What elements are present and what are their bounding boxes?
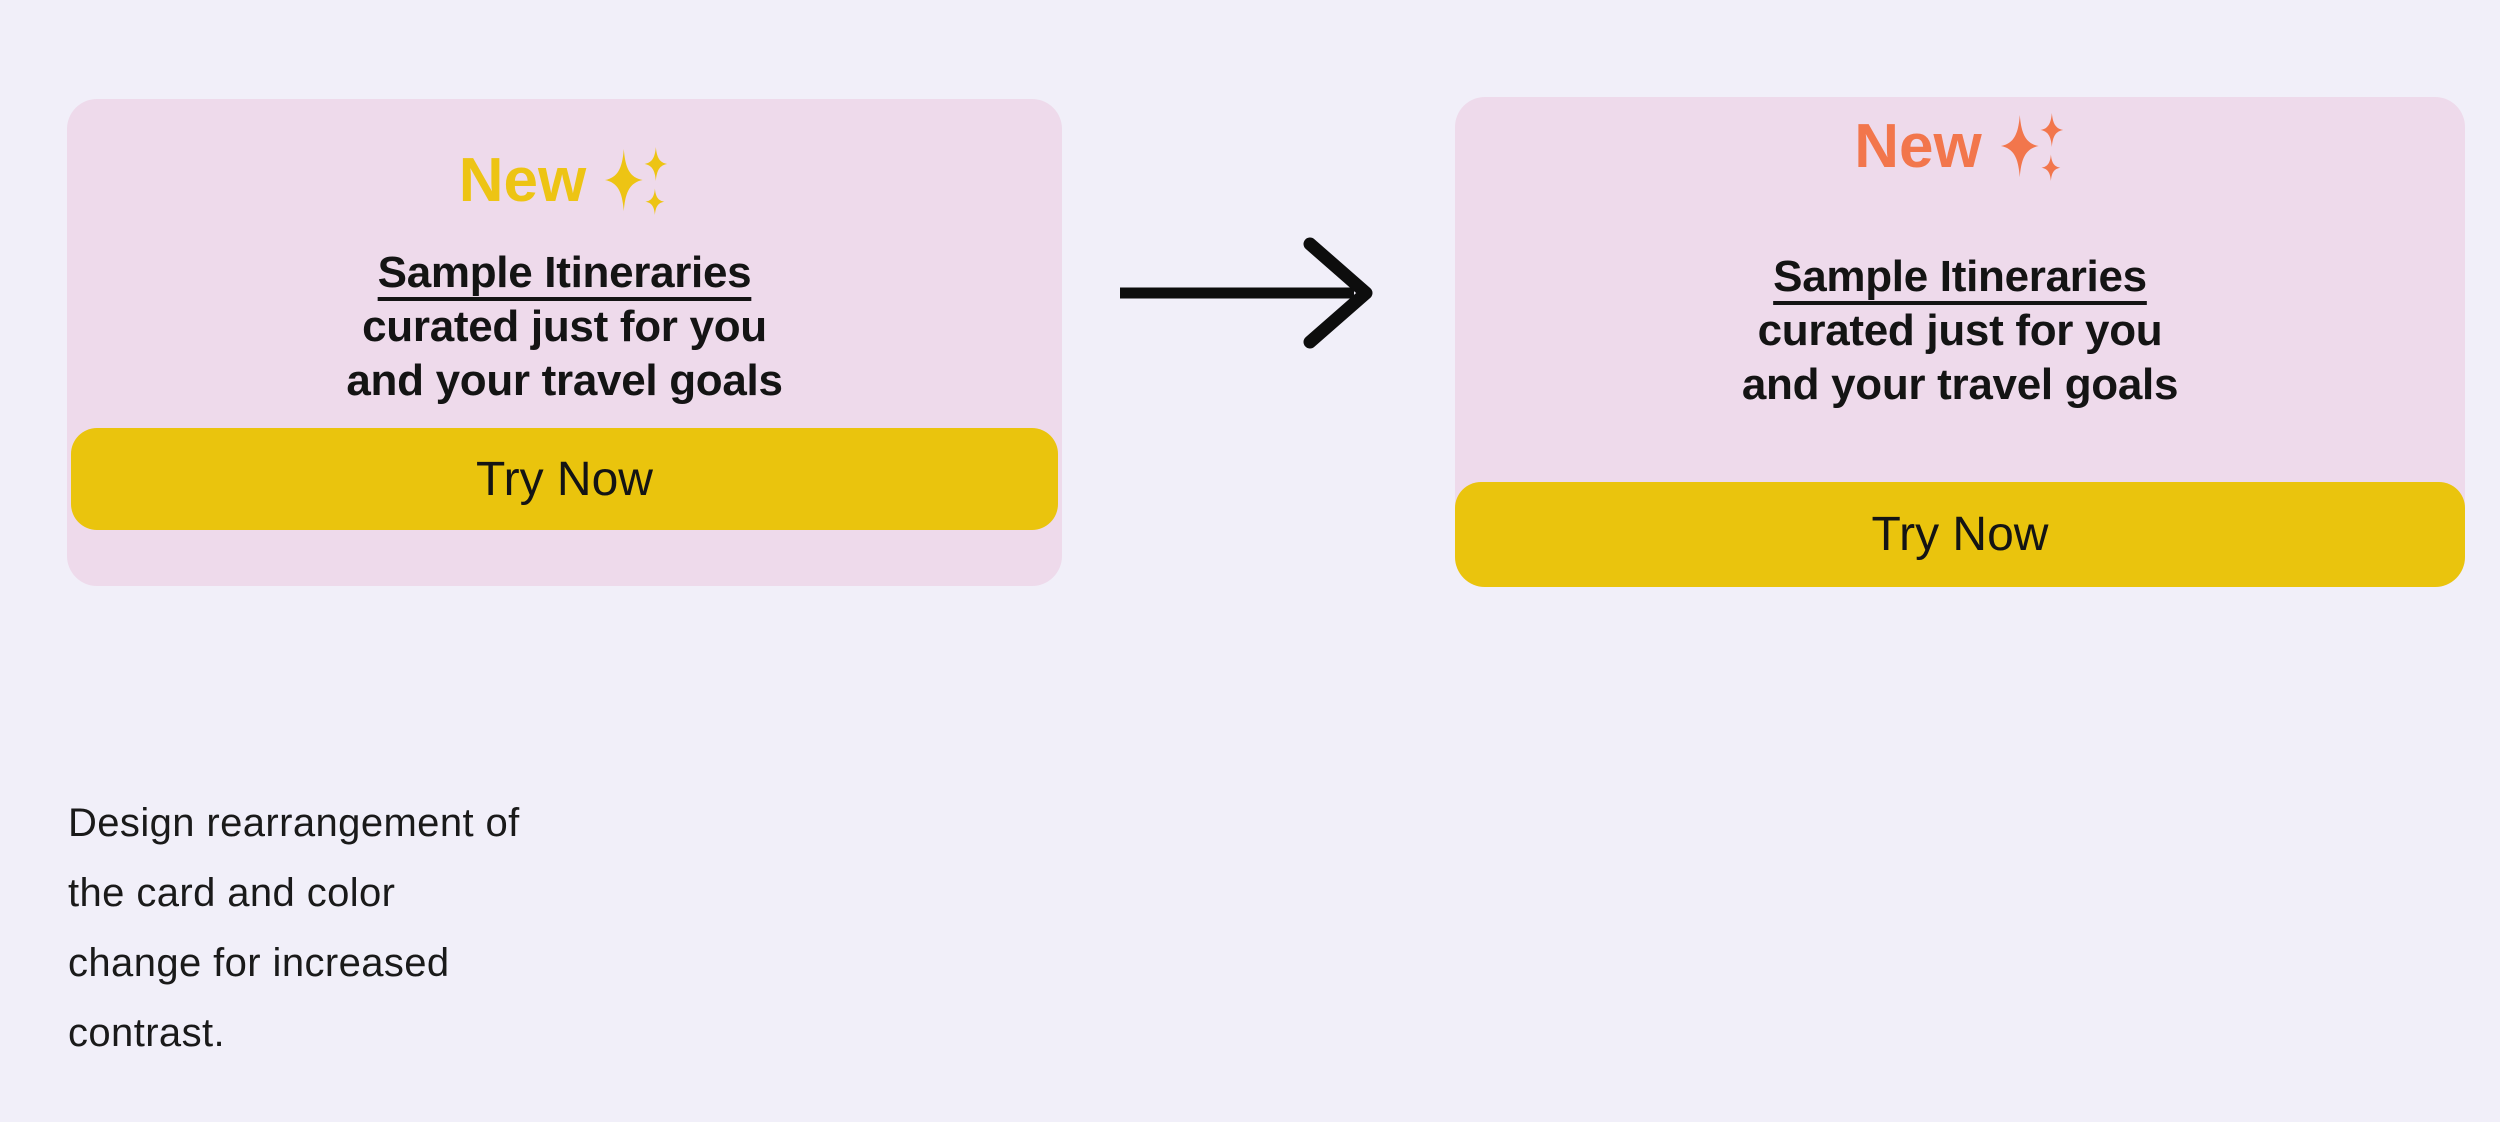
caption-line: contrast.: [68, 1011, 225, 1055]
new-badge: New: [67, 143, 1062, 219]
card-subtitle-line2: and your travel goals: [346, 356, 783, 405]
card-subtitle-line2: and your travel goals: [1741, 360, 2179, 409]
new-badge-label: New: [1854, 112, 1982, 181]
try-now-button[interactable]: Try Now: [1455, 482, 2465, 587]
new-badge-label: New: [458, 146, 587, 215]
annotation-caption: Design rearrangement of the card and col…: [68, 788, 520, 1068]
try-now-button[interactable]: Try Now: [71, 428, 1058, 530]
card-copy: Sample Itineraries curated just for you …: [1455, 250, 2465, 412]
new-badge: New: [1455, 109, 2465, 185]
card-after: New Sample Itineraries curated just for …: [1455, 97, 2465, 587]
right-arrow-icon: [1112, 233, 1392, 353]
card-before: New Sample Itineraries curated just for …: [67, 99, 1062, 586]
caption-line: change for increased: [68, 941, 450, 985]
sparkles-icon: [2000, 110, 2066, 184]
caption-line: the card and color: [68, 871, 396, 915]
sparkles-icon: [604, 144, 670, 218]
card-title: Sample Itineraries: [377, 248, 752, 297]
card-title: Sample Itineraries: [1773, 252, 2147, 301]
card-subtitle-line1: curated just for you: [362, 302, 767, 351]
card-copy: Sample Itineraries curated just for you …: [67, 246, 1062, 408]
card-subtitle-line1: curated just for you: [1757, 306, 2163, 355]
caption-line: Design rearrangement of: [68, 801, 520, 845]
